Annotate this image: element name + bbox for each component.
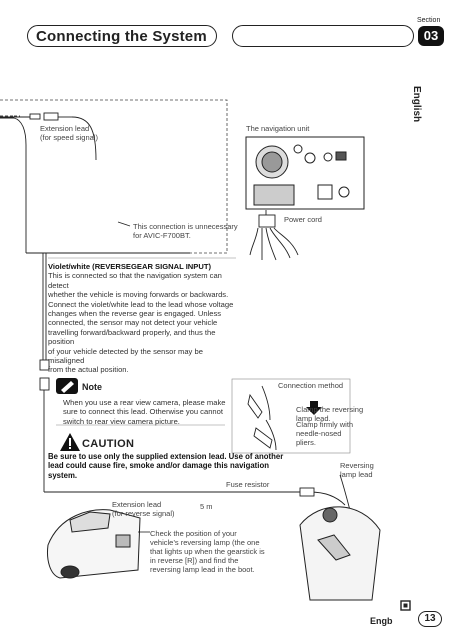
power-cord-bundle <box>249 210 299 261</box>
pencil-icon <box>61 381 74 393</box>
connection-method-box <box>231 378 351 454</box>
end-mark-icon <box>400 600 411 611</box>
connection-method-label: Connection method <box>278 381 344 390</box>
fuse-resistor-label: Fuse resistor <box>226 480 270 489</box>
left-leads <box>0 117 310 493</box>
navigation-unit <box>245 136 365 210</box>
clamp-firmly-label: Clamp firmly with needle-nosed pliers. <box>296 420 354 447</box>
page-number: 13 <box>418 611 442 627</box>
header-rule-pill <box>232 25 414 47</box>
down-arrow-icon <box>306 401 322 415</box>
navigation-unit-label: The navigation unit <box>246 124 310 133</box>
check-position-label: Check the position of your vehicle’s rev… <box>150 529 265 574</box>
clamp-illustration <box>247 385 277 451</box>
car-illustration <box>47 509 141 579</box>
unnecessary-pointer <box>117 221 131 227</box>
clamp-reversing-label: Clamp the reversing lamp lead. <box>296 405 364 423</box>
caution-body: Be sure to use only the supplied extensi… <box>48 452 284 480</box>
caution-title: CAUTION <box>82 438 135 450</box>
section-label: Section <box>417 17 441 24</box>
violet-white-section: Violet/white (REVERSEGEAR SIGNAL INPUT) … <box>48 262 238 375</box>
taillight-illustration <box>299 506 381 601</box>
reversing-lamp-lead-label: Reversing lamp lead <box>340 461 374 479</box>
power-cord-label: Power cord <box>284 215 322 224</box>
page-title: Connecting the System <box>27 25 217 47</box>
extension-lead-reverse-label: Extension lead (for reverse signal) <box>112 500 175 518</box>
note-title: Note <box>82 382 102 392</box>
violet-white-heading: Violet/white (REVERSEGEAR SIGNAL INPUT) <box>48 262 212 271</box>
extension-lead-speed-label: Extension lead (for speed signal) <box>40 124 98 142</box>
unnecessary-label: This connection is unnecessary for AVIC-… <box>133 222 238 240</box>
footer-language-code: Engb <box>370 616 393 626</box>
five-m-label: 5 m <box>200 502 213 511</box>
speed-connector <box>0 112 97 161</box>
section-number-badge: 03 <box>418 26 444 46</box>
note-body: When you use a rear view camera, please … <box>63 398 226 426</box>
